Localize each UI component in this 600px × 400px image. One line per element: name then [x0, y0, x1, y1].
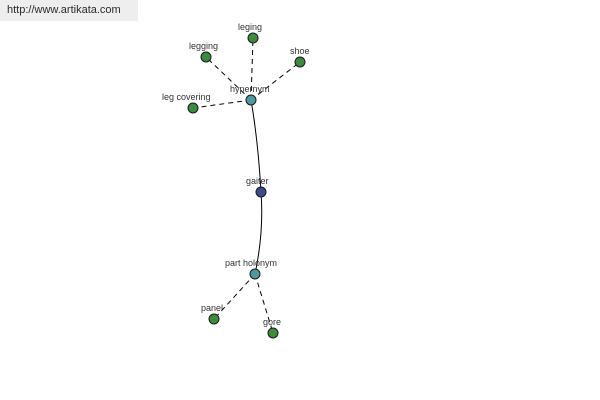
- labels-layer: gaiter hypernym part holonym leging legging s…: [162, 22, 310, 327]
- node-label-leging[interactable]: leging: [238, 22, 262, 32]
- edge-part-holonym-to-panel: [213, 273, 256, 320]
- node-label-leg-covering[interactable]: leg covering: [162, 92, 211, 102]
- node-label-panel[interactable]: panel: [201, 303, 223, 313]
- edge-hypernym-to-leging: [250, 37, 254, 101]
- edge-gaiter-to-hypernym: [250, 99, 262, 193]
- node-leging[interactable]: [247, 32, 259, 44]
- edges-layer: [192, 37, 301, 334]
- node-legging[interactable]: [200, 51, 212, 63]
- node-gaiter[interactable]: [255, 186, 267, 198]
- edge-hypernym-to-legging: [205, 56, 252, 101]
- node-panel[interactable]: [208, 313, 220, 325]
- source-url-link[interactable]: http://www.artikata.com: [7, 4, 121, 16]
- node-leg-covering[interactable]: [187, 102, 199, 114]
- node-hypernym[interactable]: [245, 94, 257, 106]
- node-label-hypernym[interactable]: hypernym: [230, 84, 270, 94]
- edge-hypernym-to-shoe: [250, 61, 301, 101]
- node-label-gaiter[interactable]: gaiter: [246, 176, 269, 186]
- node-label-part-holonym[interactable]: part holonym: [225, 258, 277, 268]
- node-label-shoe[interactable]: shoe: [290, 46, 310, 56]
- node-shoe[interactable]: [294, 56, 306, 68]
- source-url-bar: http://www.artikata.com: [0, 0, 138, 21]
- node-gore[interactable]: [267, 327, 279, 339]
- node-part-holonym[interactable]: [249, 268, 261, 280]
- node-label-legging[interactable]: legging: [189, 41, 218, 51]
- edge-gaiter-to-part-holonym: [254, 191, 263, 275]
- node-label-gore[interactable]: gore: [263, 317, 281, 327]
- edge-hypernym-to-leg-covering: [192, 99, 252, 109]
- edge-part-holonym-to-gore: [254, 273, 274, 334]
- nodes-layer: [187, 32, 306, 339]
